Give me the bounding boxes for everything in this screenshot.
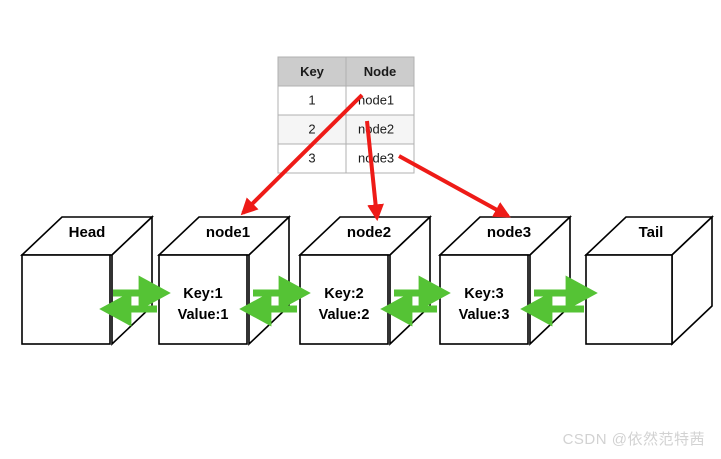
cube-node2: node2 Key:2 Value:2 bbox=[297, 215, 433, 346]
cube-tail-label: Tail bbox=[639, 224, 664, 241]
cube-node3-value: Value:3 bbox=[459, 307, 510, 323]
pointer-arrow-node3 bbox=[398, 154, 511, 218]
pointer-arrow-node2 bbox=[365, 120, 384, 222]
cube-node1: node1 Key:1 Value:1 bbox=[156, 215, 292, 346]
table-header-cell-key-bg bbox=[278, 57, 346, 86]
cube-head-front-face bbox=[21, 254, 111, 345]
cube-node3-label: node3 bbox=[487, 224, 531, 241]
cube-node1-key: Key:1 bbox=[183, 286, 223, 302]
cube-head: Head bbox=[19, 215, 155, 346]
link-arrows-head-node1 bbox=[99, 275, 171, 327]
link-arrows-node2-node3 bbox=[380, 275, 451, 327]
cube-head-label: Head bbox=[69, 224, 106, 241]
table-cell-bg bbox=[346, 115, 414, 144]
csdn-watermark: CSDN @依然范特茜 bbox=[562, 431, 705, 448]
link-arrows-node3-tail bbox=[520, 275, 598, 327]
table-cell-node-2: node2 bbox=[358, 121, 394, 136]
cube-node2-key: Key:2 bbox=[324, 286, 364, 302]
cube-node3-key: Key:3 bbox=[464, 286, 504, 302]
cube-node1-front-face bbox=[158, 254, 248, 345]
cube-node3: node3 Key:3 Value:3 bbox=[437, 215, 573, 346]
cube-tail-front-face bbox=[585, 254, 673, 345]
cube-node1-label: node1 bbox=[206, 224, 250, 241]
table-cell-node-3: node3 bbox=[358, 150, 394, 165]
cube-node1-value: Value:1 bbox=[178, 307, 229, 323]
table-cell-node-1: node1 bbox=[358, 92, 394, 107]
table-cell-key-3: 3 bbox=[308, 150, 315, 165]
table-cell-key-1: 1 bbox=[308, 92, 315, 107]
cube-node3-front-face bbox=[439, 254, 529, 345]
cube-node2-label: node2 bbox=[347, 224, 391, 241]
cube-node2-front-face bbox=[299, 254, 389, 345]
table-cell-key-2: 2 bbox=[308, 121, 315, 136]
link-arrows-node1-node2 bbox=[239, 275, 311, 327]
table-header-node: Node bbox=[364, 64, 397, 79]
cube-tail: Tail bbox=[583, 215, 715, 346]
table-cell-bg bbox=[278, 86, 346, 115]
cube-node2-value: Value:2 bbox=[319, 307, 370, 323]
table-header-key: Key bbox=[300, 64, 325, 79]
pointer-arrow-node1 bbox=[240, 93, 364, 216]
table-header-cell-node-bg bbox=[346, 57, 414, 86]
key-node-table: Key Node 1 node1 2 node2 3 node3 bbox=[277, 56, 415, 174]
